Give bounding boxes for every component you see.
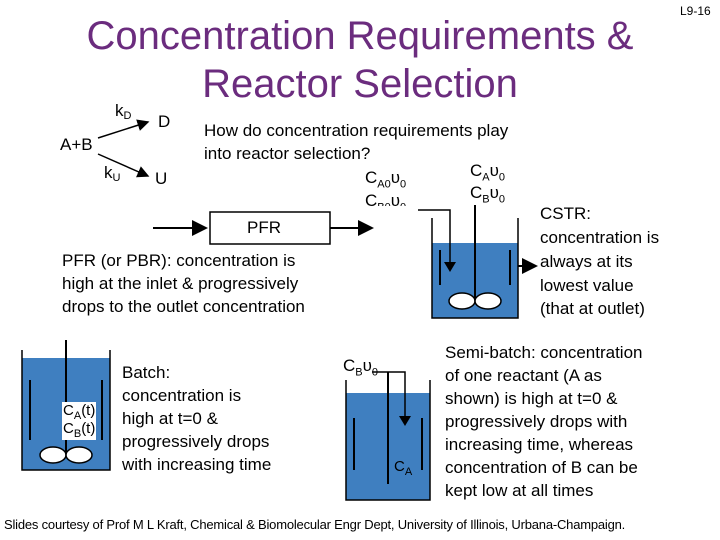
semibatch-feed-arrow [399, 416, 411, 426]
semibatch-feed-pipe [372, 371, 406, 422]
semibatch-text-line-2: of one reactant (A as [445, 366, 602, 385]
batch-text-line-2: concentration is [122, 386, 242, 405]
cstr-text-line-1: CSTR: [540, 204, 591, 223]
semibatch-ca-label: CA [394, 458, 413, 478]
batch-cb-label: CB(t) [62, 420, 97, 440]
batch-ca-label: CA(t) [62, 402, 97, 422]
semibatch-text-line-5: increasing time, whereas [445, 435, 634, 454]
question-line-2: into reactor selection? [204, 144, 371, 163]
pfr-text-line-3: drops to the outlet concentration [62, 297, 305, 316]
cstr-impeller-right [474, 292, 502, 310]
slide-title-line-1: Concentration Requirements & [86, 14, 634, 58]
cstr-text-line-2: concentration is [540, 228, 660, 247]
cstr-text-line-5: (that at outlet) [540, 299, 645, 318]
page-number: L9-16 [680, 4, 711, 18]
batch-text-line-5: with increasing time [122, 455, 272, 474]
batch-tank-wall [21, 350, 111, 471]
cstr-tank-wall [431, 218, 519, 319]
batch-text-line-4: progressively drops [122, 432, 270, 451]
arrow-to-u [97, 153, 150, 178]
pfr-tube [209, 211, 331, 245]
cstr-impeller-left [448, 292, 476, 310]
semibatch-text-line-6: concentration of B can be [445, 458, 638, 477]
pfr-text-line-2: high at the inlet & progressively [62, 274, 299, 293]
reaction-reactant: A+B [60, 135, 93, 154]
cstr-inlet-cb: CBυ0 [470, 183, 506, 206]
cstr-diagram [418, 205, 538, 319]
pfr-diagram [153, 211, 374, 245]
cstr-feed-pipe [418, 209, 451, 268]
slide-title-line-2: Reactor Selection [202, 62, 518, 106]
semibatch-text-line-4: progressively drops with [445, 412, 628, 431]
product-u: U [155, 169, 168, 188]
rate-constant-d: kD [115, 101, 132, 122]
semibatch-text-line-3: shown) is high at t=0 & [445, 389, 618, 408]
cstr-inlet-ca: CAυ0 [470, 161, 506, 184]
cstr-feed-arrow [444, 262, 456, 272]
cstr-text-line-4: lowest value [540, 276, 634, 295]
semibatch-text-line-1: Semi-batch: concentration [445, 343, 643, 362]
pfr-text-line-1: PFR (or PBR): concentration is [62, 251, 296, 270]
question-line-1: How do concentration requirements play [204, 121, 509, 140]
batch-impeller-right [65, 446, 93, 464]
footer-credit: Slides courtesy of Prof M L Kraft, Chemi… [4, 517, 626, 532]
semibatch-text-line-7: kept low at all times [445, 481, 594, 500]
cstr-text-line-3: always at its [540, 252, 633, 271]
arrow-to-d [97, 119, 150, 139]
pfr-inlet-cb0: CB0υ0 [365, 191, 406, 206]
batch-impeller-left [39, 446, 67, 464]
rate-constant-u: kU [104, 163, 121, 184]
semibatch-tank-wall [345, 380, 431, 501]
batch-text-line-3: high at t=0 & [122, 409, 218, 428]
product-d: D [158, 112, 171, 131]
pfr-inlet-ca0: CA0υ0 [365, 168, 407, 191]
batch-text-line-1: Batch: [122, 363, 171, 382]
pfr-box-label: PFR [247, 218, 281, 237]
semibatch-diagram [345, 371, 431, 501]
semibatch-cb-feed-label: CBυ0 [343, 356, 379, 379]
